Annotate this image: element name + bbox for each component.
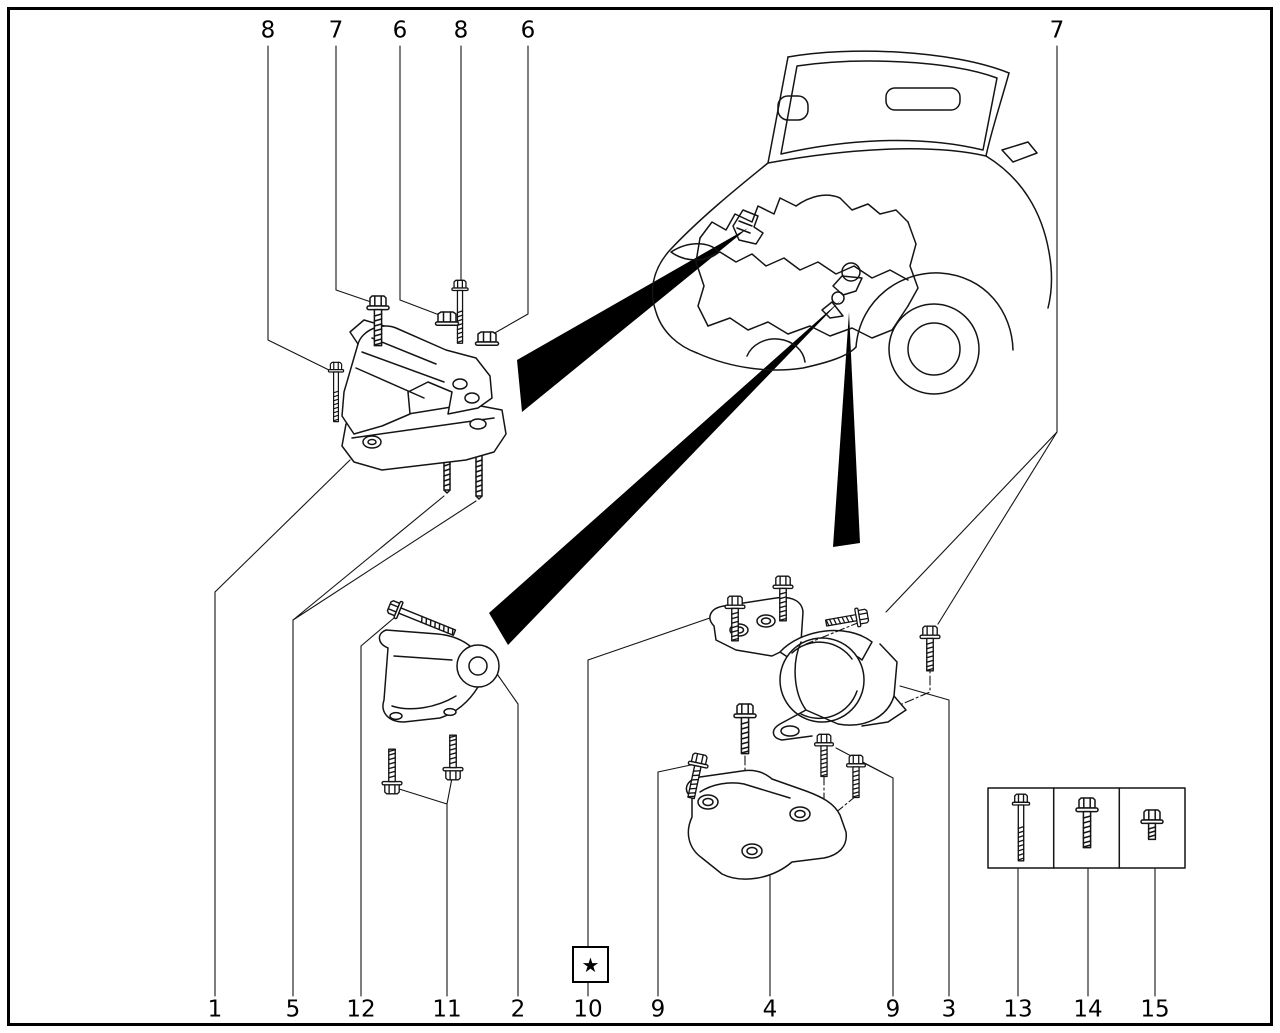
callout-14: 14 xyxy=(1073,996,1103,1023)
left-engine-mount-illustration xyxy=(327,279,507,500)
callout-2: 2 xyxy=(510,996,526,1023)
leader-lines xyxy=(214,45,1156,997)
callout-top-8b: 8 xyxy=(453,17,469,44)
pointer-wedge-right-mount xyxy=(833,312,860,547)
callout-9b: 9 xyxy=(885,996,901,1023)
car-mount-location-left xyxy=(732,209,764,245)
torque-rod-illustration xyxy=(378,597,500,795)
right-engine-mount-illustration xyxy=(709,575,941,741)
callout-11: 11 xyxy=(432,996,462,1023)
callout-4: 4 xyxy=(762,996,778,1023)
callout-12: 12 xyxy=(346,996,376,1023)
pointer-wedge-left-mount xyxy=(517,228,748,412)
callout-1: 1 xyxy=(207,996,223,1023)
callout-5: 5 xyxy=(285,996,301,1023)
pointer-wedge-torque-rod xyxy=(489,300,841,645)
car-mount-location-right xyxy=(821,262,863,319)
callout-top-6a: 6 xyxy=(392,17,408,44)
callout-13: 13 xyxy=(1003,996,1033,1023)
car-outline xyxy=(651,50,1053,395)
callout-3: 3 xyxy=(941,996,957,1023)
star-symbol-box: ★ xyxy=(572,946,609,983)
right-mount-bracket-illustration xyxy=(680,703,866,880)
callout-top-6b: 6 xyxy=(520,17,536,44)
callout-top-7a: 7 xyxy=(328,17,344,44)
callout-top-8a: 8 xyxy=(260,17,276,44)
legend-box xyxy=(987,787,1186,869)
star-icon: ★ xyxy=(581,952,600,977)
callout-15: 15 xyxy=(1140,996,1170,1023)
callout-10: 10 xyxy=(573,996,603,1023)
callout-top-7b: 7 xyxy=(1049,17,1065,44)
callout-9a: 9 xyxy=(650,996,666,1023)
